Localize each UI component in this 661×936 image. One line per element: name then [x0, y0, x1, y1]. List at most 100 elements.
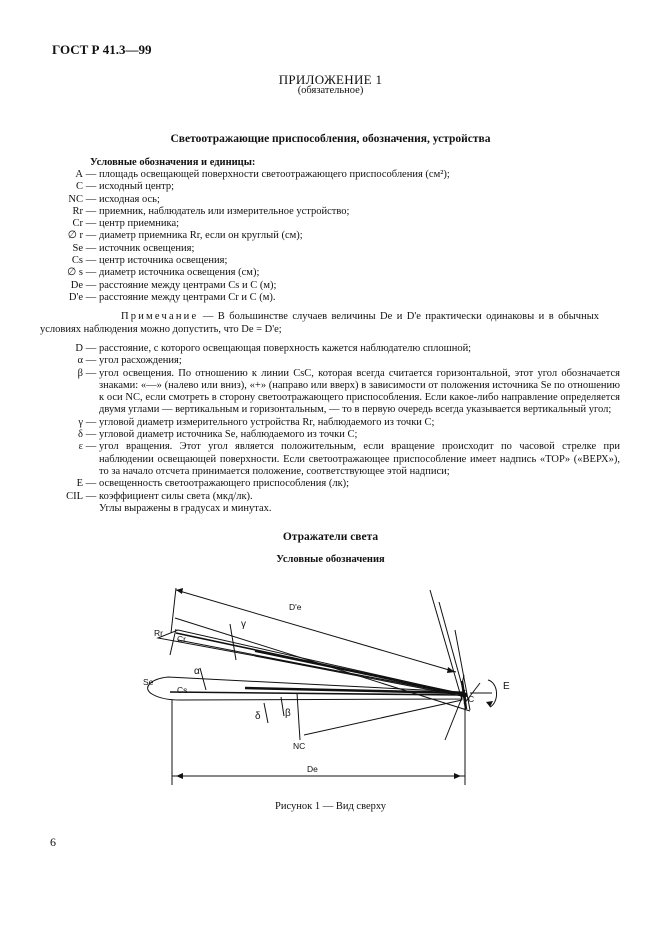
source-axis [169, 691, 463, 696]
label-cs: Cs [177, 685, 187, 695]
label-c: C [468, 694, 474, 704]
definition-symbol: β [77, 367, 83, 379]
definition-text: освещенность светоотражающего приспособл… [99, 478, 350, 490]
definition-text: коэффициент силы света (мкд/лк). [99, 490, 253, 502]
label-cr: Cr [177, 634, 186, 644]
definition-text: Углы выражены в градусах и минутах. [99, 502, 272, 514]
reflector-normal [454, 629, 471, 711]
label-se: Se [143, 677, 154, 687]
receiver-cone-lower [177, 639, 463, 696]
definition-symbol: Cs [71, 255, 83, 267]
definition-text: диаметр приемника Rr, если он круглый (с… [99, 230, 303, 242]
definition-text: угол освещения. По отношению к линии CsC… [99, 367, 620, 416]
definition-text: расстояние между центрами Cs и C (м); [99, 279, 277, 291]
definition-symbol: CIL [66, 490, 83, 502]
definition-dash: — [85, 181, 97, 193]
definition-symbol: α [77, 355, 83, 367]
definition-item: Se—источник освещения; [40, 243, 620, 255]
nc-leader [296, 692, 301, 741]
figure-caption: Рисунок 1 — Вид сверху [275, 801, 386, 812]
appendix-subtitle: (обязательное) [297, 85, 364, 96]
definition-dash: — [85, 355, 97, 367]
receiver-beam-hatch [254, 650, 463, 695]
definition-item: γ—угловой диаметр измерительного устройс… [40, 417, 620, 429]
definition-item: ∅ s—диаметр источника освещения (см); [40, 267, 620, 279]
de-prime-dimension-line [175, 589, 457, 673]
definition-item: ε—угол вращения. Этот угол является поло… [40, 441, 620, 478]
definition-dash: — [85, 218, 97, 230]
source-beam [244, 686, 463, 695]
ray-upper [174, 617, 471, 712]
definition-item: α—угол расхождения; [40, 355, 620, 367]
definition-symbol: D'e [68, 291, 83, 303]
label-nc: NC [293, 741, 305, 751]
arrow-deprime-left [176, 588, 183, 594]
definition-dash: — [85, 279, 97, 291]
definition-text: исходная ось; [99, 193, 160, 205]
ray-reflector-left [429, 589, 463, 701]
definition-item: D'e—расстояние между центрами Cr и C (м)… [40, 292, 620, 304]
subsubsection-title: Условные обозначения [276, 554, 385, 565]
definition-text: расстояние между центрами Cr и C (м). [99, 291, 276, 303]
definition-symbol: NC [68, 193, 83, 205]
definition-text: центр источника освещения; [99, 255, 228, 267]
note-label: Примечание [121, 311, 199, 322]
appendix-title: ПРИЛОЖЕНИЕ 1 [278, 72, 383, 87]
definition-item: E—освещенность светоотражающего приспосо… [40, 478, 620, 490]
definition-item: NC—исходная ось; [40, 194, 620, 206]
ray-lower [444, 689, 466, 741]
definitions-list-1: A—площадь освещающей поверхности светоот… [40, 169, 620, 304]
note-text: — В большинстве случаев величины De и D'… [40, 311, 600, 335]
definition-text: площадь освещающей поверхности светоотра… [99, 169, 450, 180]
definition-symbol: C [75, 181, 83, 193]
definition-dash: — [85, 230, 97, 242]
label-rr: Rr [154, 628, 163, 638]
page-number: 6 [50, 835, 56, 849]
definition-symbol [40, 503, 83, 515]
definition-dash: — [85, 291, 97, 303]
subsection-title: Отражатели света [282, 531, 379, 543]
definition-symbol: Se [72, 242, 84, 254]
label-gamma: γ [241, 619, 246, 630]
definition-item: δ—угловой диаметр источника Se, наблюдае… [40, 429, 620, 441]
label-alpha: α [194, 666, 200, 677]
definition-text: угол вращения. Этот угол является положи… [99, 441, 620, 477]
definition-item: Rr—приемник, наблюдатель или измерительн… [40, 206, 620, 218]
definition-item: β—угол освещения. По отношению к линии C… [40, 368, 620, 417]
definition-item: Cs—центр источника освещения; [40, 255, 620, 267]
dim-extension-left-top [170, 587, 177, 634]
definition-symbol: ∅ r [67, 230, 83, 242]
note-paragraph: Примечание — В большинстве случаев велич… [40, 310, 599, 336]
beta-marker [280, 696, 285, 717]
section-title: Светоотражающие приспособления, обозначе… [170, 133, 491, 145]
definition-dash: — [85, 267, 97, 279]
alpha-arc [199, 667, 207, 691]
definition-item: Cr—центр приемника; [40, 218, 620, 230]
center-point-c [462, 692, 468, 698]
definition-symbol: γ [78, 416, 83, 428]
definition-symbol: De [70, 279, 83, 291]
label-de: De [307, 764, 318, 774]
definition-dash: — [85, 441, 97, 453]
definition-text: угол расхождения; [99, 355, 182, 367]
definition-text: исходный центр; [99, 181, 174, 193]
definition-symbol: E [76, 478, 83, 490]
label-de-prime: D'e [289, 602, 302, 612]
definition-symbol: ε [78, 441, 83, 453]
definition-dash: — [85, 367, 97, 379]
receiver-end [169, 628, 177, 656]
definition-text: диаметр источника освещения (см); [99, 267, 260, 279]
definition-symbol: A [75, 169, 83, 180]
arrow-rotation [486, 701, 493, 707]
definition-symbol: δ [78, 429, 83, 441]
definition-item: C—исходный центр; [40, 181, 620, 193]
figure-top-view: Rr Cr Se Cs C E D'e De NC α β γ δ [143, 587, 510, 785]
arrow-de-left [176, 773, 183, 779]
definition-dash: — [85, 490, 97, 502]
definition-item: A—площадь освещающей поверхности светоот… [40, 169, 620, 181]
label-delta: δ [255, 711, 261, 722]
label-e: E [503, 681, 510, 692]
definition-dash: — [85, 343, 97, 354]
definition-dash: — [85, 169, 97, 180]
definition-dash: — [85, 429, 97, 441]
